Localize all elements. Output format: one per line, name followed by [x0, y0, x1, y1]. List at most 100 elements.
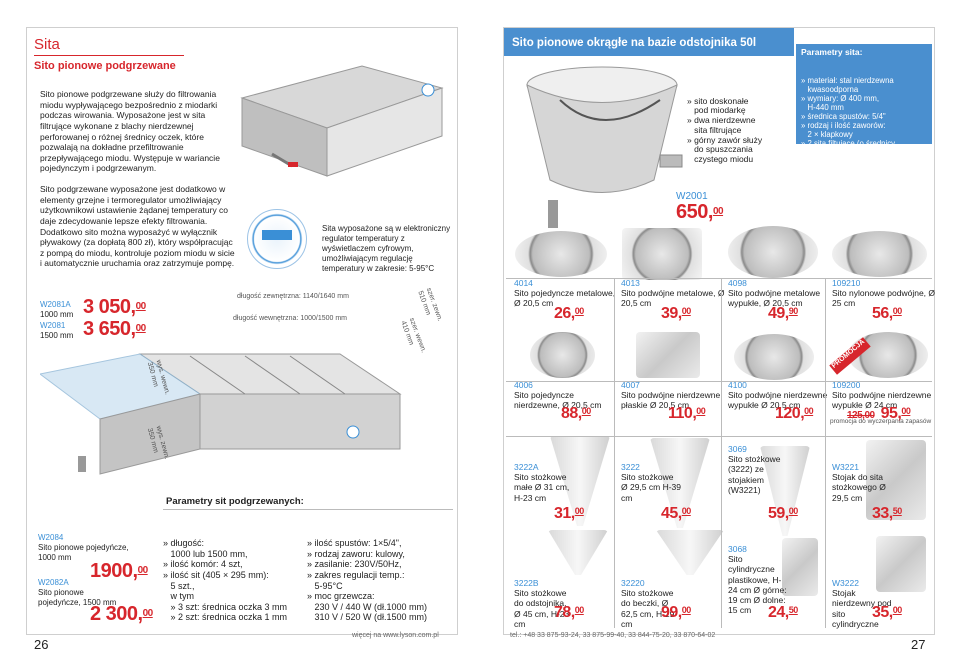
params-title: Parametry sit podgrzewanych: — [166, 496, 304, 507]
price-w2001: 650,00 — [676, 201, 724, 223]
intro-text: Sito pionowe podgrzewane służy do filtro… — [40, 89, 220, 174]
product-price-W3222: 35,00 — [872, 604, 902, 621]
product-name: Sito pojedyncze nierdzewne, Ø 20,5 cm — [514, 390, 602, 411]
product-name: Sito stożkowe (3222) ze stojakiem (W3221… — [728, 454, 781, 495]
product-name: Sito podwójne metalowe, Ø 20,5 cm — [621, 288, 725, 309]
right-page-number: 27 — [911, 637, 926, 652]
name-w2082a: Sito pionowe pojedyńcze, 1500 mm — [38, 588, 117, 607]
heated-sieve-photo-top — [232, 58, 447, 183]
left-page-number: 26 — [34, 637, 49, 652]
code-w2084: W2084 — [38, 533, 64, 542]
product-name: Sito stożkowe do odstojnika, Ø 45 cm, H-… — [514, 588, 570, 629]
product-code: 4014 — [514, 278, 533, 288]
right-page-frame — [503, 27, 935, 635]
product-code: 4013 — [621, 278, 640, 288]
product-code: 109210 — [832, 278, 861, 288]
product-name: Sito podwójne nierdzewne wypukłe Ø 24 cm — [832, 390, 932, 411]
left-footer: więcej na www.lyson.com.pl — [352, 632, 439, 639]
title-divider — [34, 55, 184, 56]
price-w2082a: 2 300,00 — [90, 603, 153, 625]
product-name: Sito podwójne nierdzewne płaskie Ø 20,5 … — [621, 390, 721, 411]
product-price-4014: 26,00 — [554, 305, 584, 322]
product-name: Sito stożkowe Ø 29,5 cm H-39 cm — [621, 472, 681, 503]
product-code: W3221 — [832, 462, 859, 472]
product-price-3222A: 31,00 — [554, 505, 584, 522]
product-price-4013: 39,00 — [661, 305, 691, 322]
product-photo-4098 — [728, 226, 818, 278]
right-title: Sito pionowe okrągłe na bazie odstojnika… — [512, 37, 757, 49]
grid-divider — [506, 278, 932, 279]
right-title-bar — [504, 28, 794, 56]
product-name: Sito stożkowe do beczki, Ø 62,5 cm, H-29… — [621, 588, 675, 629]
product-photo-4006 — [530, 332, 595, 378]
params-col2: » ilość spustów: 1×5/4",» rodzaj zaworu:… — [307, 538, 428, 623]
product-code: 3222B — [514, 578, 539, 588]
product-code: 4006 — [514, 380, 533, 390]
settling-tank-sieve-photo — [520, 60, 685, 230]
product-photo-4013 — [622, 228, 702, 280]
code-w2082a: W2082A — [38, 578, 69, 587]
thermo-note: Sita wyposażone są w elektroniczny regul… — [322, 224, 451, 273]
dim-outer-length: długość zewnętrzna: 1140/1640 mm — [237, 293, 349, 300]
product-code: 32220 — [621, 578, 645, 588]
product-code: 4100 — [728, 380, 747, 390]
tank-params-list: » materiał: stal nierdzewna kwasoodporna… — [801, 75, 896, 157]
product-price-3068: 24,50 — [768, 604, 798, 621]
section-title: Sita — [34, 36, 60, 53]
tank-params-box: Parametry sita: » materiał: stal nierdze… — [796, 44, 932, 156]
product-price-32220: 99,00 — [661, 604, 691, 621]
right-footer: tel.: +48 33 875-93-24, 33 875-99-40, 33… — [510, 632, 716, 639]
product-name: Stojak nierdzewny pod sito cylindryczne — [832, 588, 892, 629]
heated-sieve-open-photo — [38, 344, 452, 484]
grid-divider — [506, 381, 932, 382]
params-divider — [163, 509, 453, 510]
subtitle: Sito pionowe podgrzewane — [34, 60, 176, 72]
product-code: 4098 — [728, 278, 747, 288]
product-code: W3222 — [832, 578, 859, 588]
description-text: Sito podgrzewane wyposażone jest dodatko… — [40, 184, 235, 269]
product-name: Sito nylonowe podwójne, Ø 25 cm — [832, 288, 936, 309]
product-photo-109210 — [832, 231, 927, 277]
product-price-3222B: 78,00 — [554, 604, 584, 621]
thermoregulator-display — [262, 230, 292, 240]
product-price-W3221: 33,50 — [872, 505, 902, 522]
product-code: 3068 — [728, 544, 747, 554]
name-w2084: Sito pionowe pojedyńcze, 1000 mm — [38, 543, 129, 562]
product-photo-4007 — [636, 332, 700, 378]
old-price: 125,00 — [847, 410, 875, 422]
product-name: Sito cylindryczne plastikowe, H-24 cm Ø … — [728, 554, 787, 616]
params-col1: » długość: 1000 lub 1500 mm,» ilość komó… — [163, 538, 288, 623]
product-price-3222: 45,00 — [661, 505, 691, 522]
product-price-3069: 59,00 — [768, 505, 798, 522]
tank-params-title: Parametry sita: — [801, 47, 863, 57]
product-name: Sito podwójne metalowe wypukłe, Ø 20,5 c… — [728, 288, 821, 309]
product-photo-4100 — [734, 334, 814, 380]
promo-note: promocja do wyczerpania zapasów — [830, 418, 932, 425]
tank-features: » sito doskonałe pod miodarkę» dwa nierd… — [687, 95, 763, 165]
price-w2081a: 3 050,00 — [83, 296, 146, 318]
grid-divider — [506, 436, 932, 437]
grid-divider — [825, 278, 826, 628]
grid-divider — [721, 278, 722, 628]
product-price-4007: 110,00 — [668, 405, 706, 422]
product-code: 3069 — [728, 444, 747, 454]
product-price-4006: 88,00 — [561, 405, 591, 422]
product-photo-W3221 — [866, 440, 926, 520]
product-code: 3222 — [621, 462, 640, 472]
product-name: Stojak do sita stożkowego Ø 29,5 cm — [832, 472, 886, 503]
product-price-4098: 49,90 — [768, 305, 798, 322]
product-price-4100: 120,00 — [775, 405, 814, 422]
code-w2001: W2001 — [676, 191, 708, 202]
